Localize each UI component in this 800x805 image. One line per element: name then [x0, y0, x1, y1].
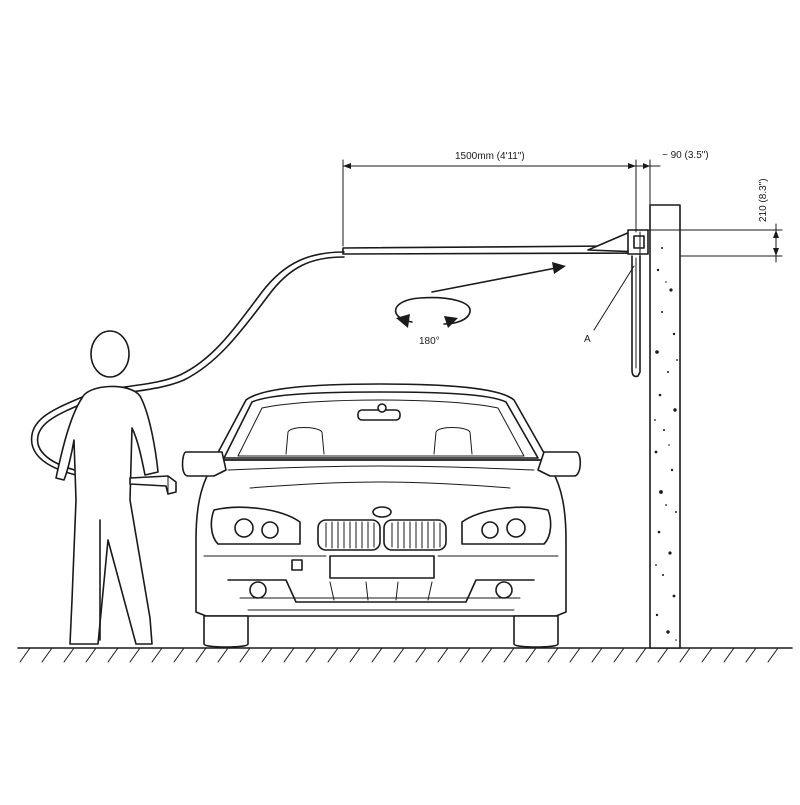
bracket-height-dimension	[643, 223, 783, 263]
bracket-height-label: 210 (8.3")	[758, 178, 769, 222]
wall-offset-label: ~ 90 (3.5")	[662, 150, 709, 161]
part-a-label: A	[584, 334, 591, 345]
swing-direction-arrow	[431, 262, 566, 293]
rotation-label: 180°	[419, 336, 440, 347]
boom-length-label: 1500mm (4'11")	[455, 151, 525, 162]
boom-length-dimension	[342, 159, 637, 247]
rotation-arrow-icon	[394, 296, 471, 328]
concrete-pillar	[649, 204, 681, 649]
person-figure	[55, 330, 159, 645]
boom-arm	[342, 229, 649, 259]
ground-line	[17, 647, 793, 663]
hose-holder-a	[631, 255, 641, 378]
part-a-leader	[593, 265, 635, 331]
wall-offset-dimension	[635, 159, 661, 206]
charging-nozzle	[129, 475, 177, 495]
car-front-view	[181, 383, 582, 648]
hose-cable	[30, 251, 345, 483]
